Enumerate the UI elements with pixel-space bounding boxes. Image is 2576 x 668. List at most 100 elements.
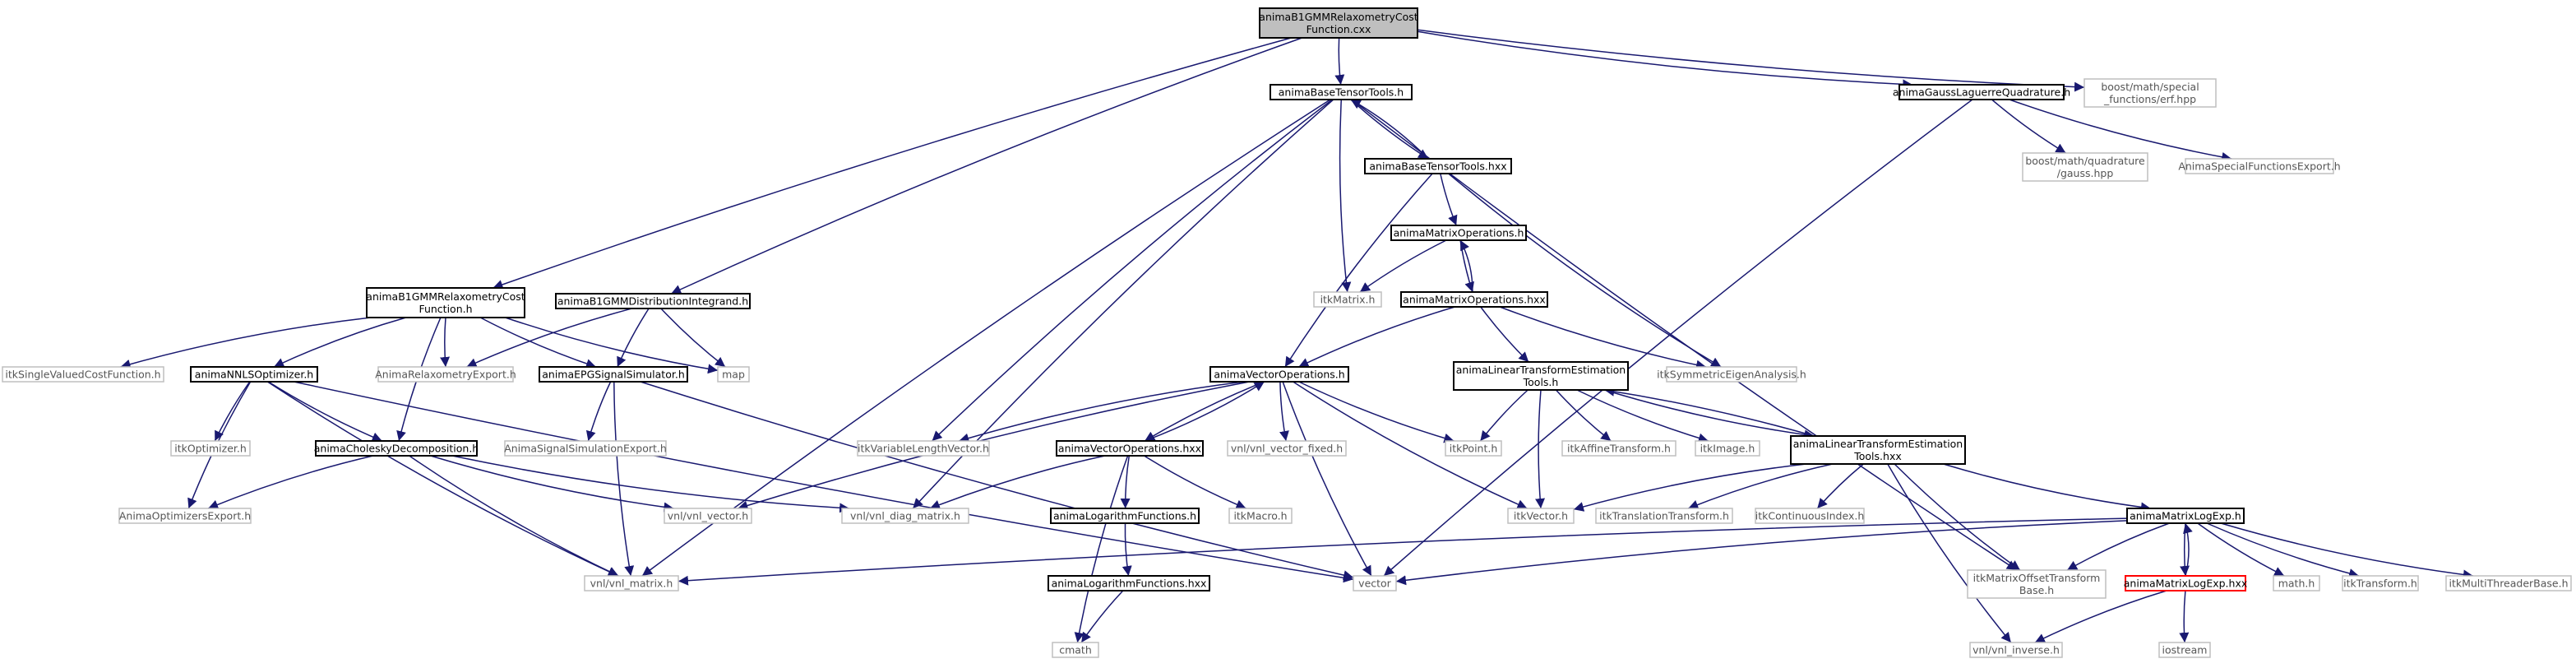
node-vecOpsH[interactable]: animaVectorOperations.h <box>1209 366 1349 383</box>
node-box <box>170 440 251 457</box>
node-label: /gauss.hpp <box>2057 167 2114 179</box>
node-label: boost/math/special <box>2101 81 2199 93</box>
edge-matOpsHxx-to-matOpsH <box>1459 239 1473 293</box>
node-label: animaB1GMMDistributionIntegrand.h <box>557 295 748 308</box>
node-box <box>2445 575 2572 591</box>
node-label: AnimaOptimizersExport.h <box>119 510 251 522</box>
node-matLogExpHxx[interactable]: animaMatrixLogExp.hxx <box>2124 575 2248 591</box>
node-itkSVCF: itkSingleValuedCostFunction.h <box>2 366 164 383</box>
node-logFnH[interactable]: animaLogarithmFunctions.h <box>1050 508 1200 524</box>
node-label: animaNNLSOptimizer.h <box>195 369 313 381</box>
node-label: vnl/vnl_vector.h <box>668 510 748 522</box>
node-label: vnl/vnl_vector_fixed.h <box>1231 443 1343 455</box>
node-epgH[interactable]: animaEPGSignalSimulator.h <box>539 366 688 383</box>
edge-root-to-baseTensorH <box>1334 37 1345 86</box>
node-box <box>2125 575 2246 591</box>
node-matOpsH[interactable]: animaMatrixOperations.h <box>1390 225 1527 241</box>
node-label: itkVector.h <box>1514 510 1568 522</box>
node-box <box>1445 440 1502 457</box>
edge-nnlsH-to-itkOptimizer <box>214 381 251 442</box>
edge-baseTensorHxx-to-vecOpsH <box>1284 173 1433 368</box>
edge-distIntH-to-relaxExp <box>466 308 632 368</box>
edge-root-to-costFnH <box>493 37 1292 290</box>
node-label: animaMatrixLogExp.h <box>2130 510 2241 522</box>
node-matLogExpH[interactable]: animaMatrixLogExp.h <box>2126 508 2245 524</box>
node-box <box>366 287 525 318</box>
edge-matLogExpH-to-vnlMatrix <box>678 517 2128 586</box>
edge-costFnH-to-map <box>505 317 719 374</box>
node-box <box>2083 78 2217 108</box>
node-nnlsH[interactable]: animaNNLSOptimizer.h <box>190 366 318 383</box>
node-label: vnl/vnl_matrix.h <box>590 578 673 590</box>
node-logFnHxx[interactable]: animaLogarithmFunctions.hxx <box>1048 575 1210 591</box>
node-map: map <box>717 366 750 383</box>
edge-matLogExpH-to-vector <box>1395 520 2128 586</box>
edge-linTrHxx-to-itkVector <box>1573 463 1806 512</box>
node-box <box>315 440 478 457</box>
node-label: itkVariableLengthVector.h <box>858 443 989 455</box>
edge-costFnH-to-nnlsH <box>273 317 407 368</box>
edge-distIntH-to-epgH <box>617 308 650 368</box>
node-box <box>2022 152 2148 182</box>
node-distIntH[interactable]: animaB1GMMDistributionIntegrand.h <box>555 293 751 309</box>
edge-cholH-to-vnlDiag <box>451 455 850 513</box>
node-label: AnimaSignalSimulationExport.h <box>504 443 667 455</box>
node-label: animaBaseTensorTools.h <box>1279 86 1404 99</box>
node-itkImage: itkImage.h <box>1695 440 1760 457</box>
node-gaussLagH[interactable]: animaGaussLaguerreQuadrature.h <box>1893 84 2070 100</box>
node-label: Base.h <box>2019 584 2054 596</box>
edge-linTrHxx-to-vnlInverse <box>1887 463 2012 643</box>
node-box <box>664 508 752 524</box>
node-box <box>1364 158 1512 174</box>
node-box <box>539 366 688 383</box>
node-box <box>1969 642 2063 658</box>
edge-vecOpsH-to-vecOpsHxx <box>1144 381 1265 442</box>
node-label: itkMatrixOffsetTransform <box>1973 572 2101 584</box>
edge-matOpsH-to-matOpsHxx <box>1459 239 1474 293</box>
edge-matLogExpH-to-itkTransform <box>2206 522 2360 578</box>
edge-linTrH-to-itkAffine <box>1555 389 1612 442</box>
node-label: animaLinearTransformEstimation <box>1456 364 1626 376</box>
edge-logFnHxx-to-cmath <box>1080 590 1124 643</box>
edge-matOpsHxx-to-symEig <box>1499 306 1707 370</box>
node-cholH[interactable]: animaCholeskyDecomposition.h <box>314 440 479 457</box>
node-vnlInverse: vnl/vnl_inverse.h <box>1969 642 2063 658</box>
node-box <box>1313 291 1382 308</box>
node-vecOpsHxx[interactable]: animaVectorOperations.hxx <box>1056 440 1204 457</box>
node-label: vnl/vnl_inverse.h <box>1972 644 2060 656</box>
node-label: Tools.hxx <box>1853 450 1901 462</box>
node-box <box>584 575 679 591</box>
edge-costFnH-to-relaxExp <box>440 317 451 368</box>
edge-baseTensorHxx-to-matOpsH <box>1440 173 1458 226</box>
edge-nnlsH-to-cholH <box>267 381 382 442</box>
node-box <box>555 293 751 309</box>
node-iostream: iostream <box>2158 642 2211 658</box>
node-box <box>1052 642 1099 658</box>
node-itkMacro: itkMacro.h <box>1228 508 1293 524</box>
edge-matOpsHxx-to-vecOpsH <box>1298 306 1455 368</box>
node-itkMTB: itkMultiThreaderBase.h <box>2445 575 2572 591</box>
node-box <box>1595 508 1733 524</box>
edge-costFnH-to-itkSVCF <box>120 317 371 369</box>
node-vnlDiag: vnl/vnl_diag_matrix.h <box>841 508 969 524</box>
edge-matLogExpH-to-mathH <box>2197 522 2285 577</box>
node-baseTensorH[interactable]: animaBaseTensorTools.h <box>1270 84 1413 100</box>
node-baseTensorHxx[interactable]: animaBaseTensorTools.hxx <box>1364 158 1512 174</box>
node-box <box>1050 508 1200 524</box>
edge-layer <box>120 29 2473 643</box>
edge-cholH-to-vnlMatrix <box>409 455 619 577</box>
node-label: itkSymmetricEigenAnalysis.h <box>1657 369 1806 381</box>
node-label: animaVectorOperations.hxx <box>1058 443 1201 455</box>
node-label: animaVectorOperations.h <box>1214 369 1344 381</box>
node-matOpsHxx[interactable]: animaMatrixOperations.hxx <box>1400 291 1548 308</box>
node-label: animaCholeskyDecomposition.h <box>314 443 479 455</box>
edge-matOpsHxx-to-linTrH <box>1480 306 1529 363</box>
node-box <box>717 366 750 383</box>
node-box <box>1400 291 1548 308</box>
edge-costFnH-to-epgH <box>479 317 597 369</box>
